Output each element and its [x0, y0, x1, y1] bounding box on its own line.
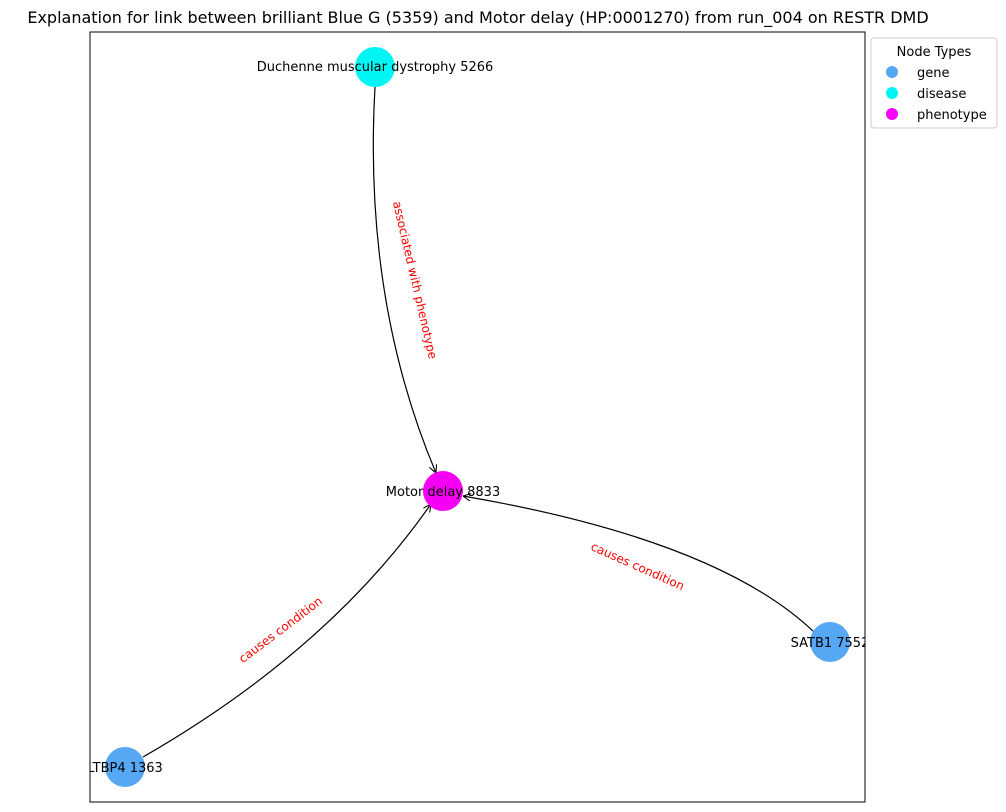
edge-dmd-to-motor-delay [372, 86, 436, 473]
plot-frame [89, 31, 866, 803]
legend-marker-phenotype [886, 108, 898, 120]
node-satb1 [810, 622, 850, 662]
figure-title: Explanation for link between brilliant B… [27, 8, 928, 28]
node-motor-delay [423, 471, 463, 511]
edge-ltbp4-to-motor-delay [142, 504, 431, 758]
legend-label-disease: disease [917, 87, 966, 102]
edge-satb1-to-motor-delay [463, 496, 816, 634]
node-label-motor-delay: Motor delay 8833 [386, 485, 500, 500]
node-label-duchenne-muscular-dystrophy: Duchenne muscular dystrophy 5266 [257, 60, 494, 75]
legend-box [870, 37, 998, 129]
legend: Node Types gene disease phenotype [870, 37, 998, 129]
node-duchenne-muscular-dystrophy [355, 47, 395, 87]
node-ltbp4 [105, 747, 145, 787]
legend-title: Node Types [897, 45, 972, 60]
legend-label-gene: gene [917, 66, 950, 81]
node-label-satb1: SATB1 7552 [791, 636, 870, 651]
node-label-ltbp4: LTBP4 1363 [87, 761, 163, 776]
legend-marker-gene [886, 66, 898, 78]
legend-label-phenotype: phenotype [917, 108, 987, 123]
legend-marker-disease [886, 87, 898, 99]
